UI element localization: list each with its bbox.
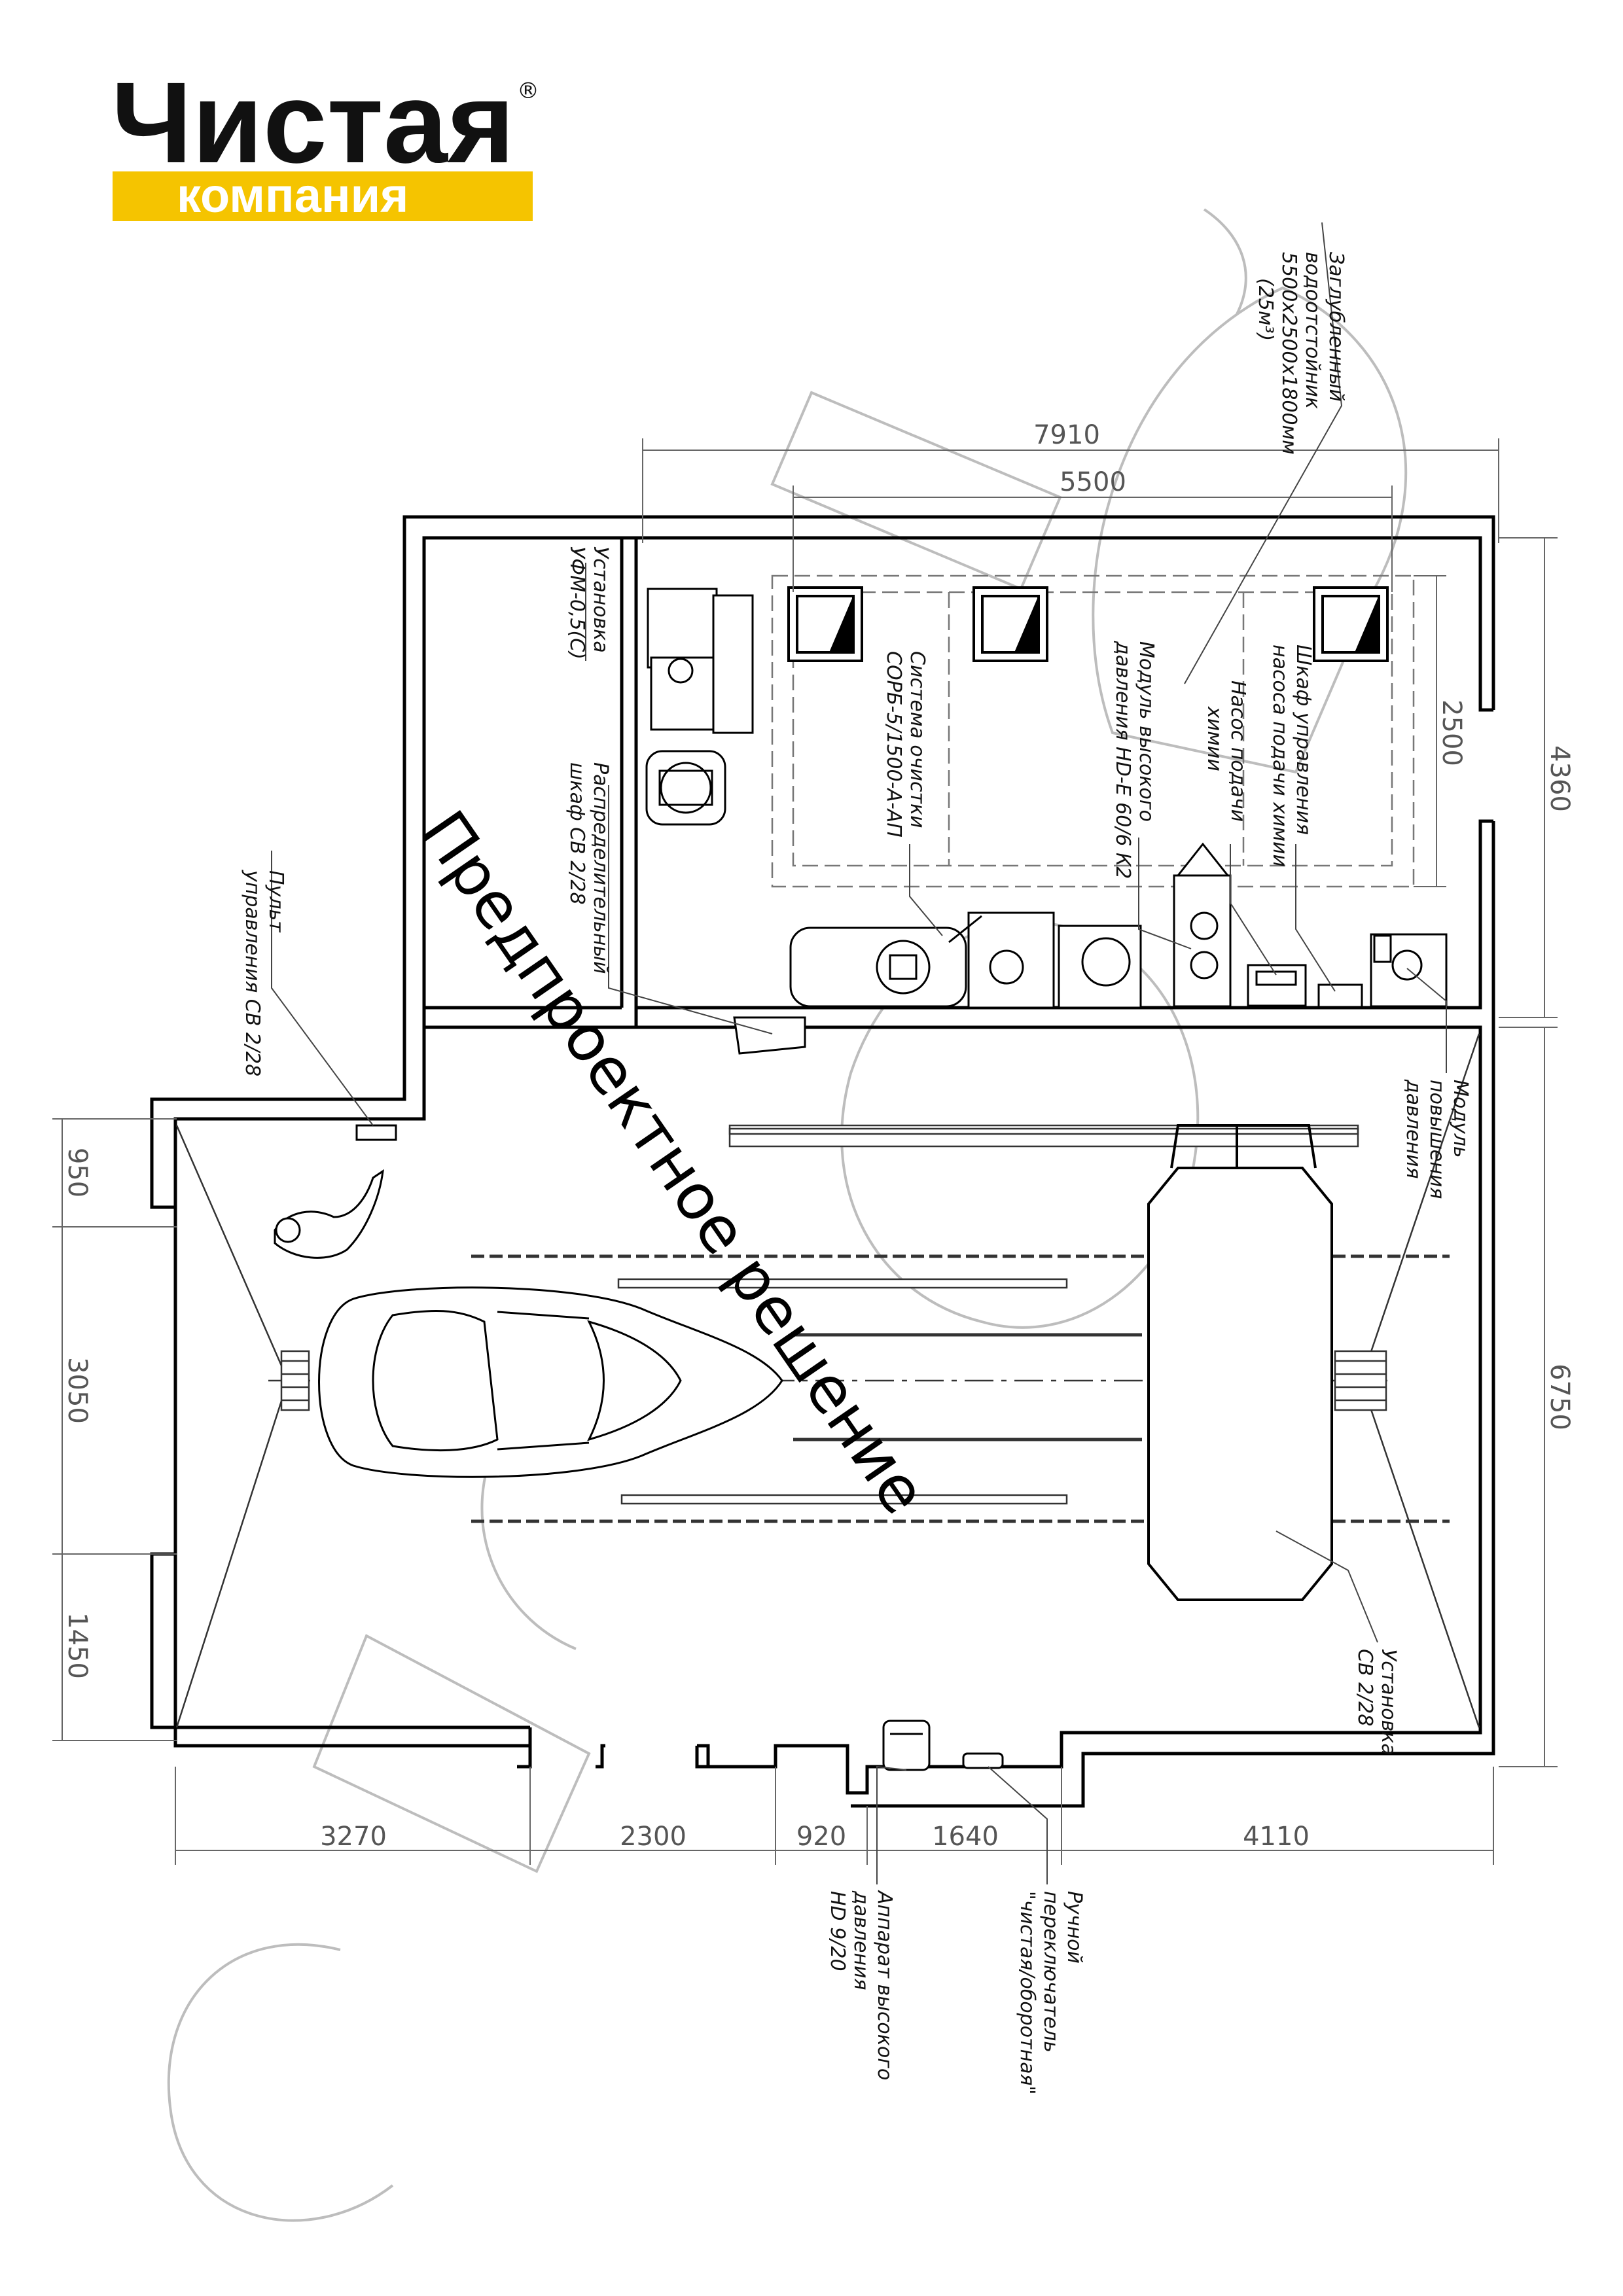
- wash-bay: [175, 1033, 1480, 1728]
- dim-bottom-4: 1640: [932, 1822, 999, 1852]
- building-walls: [150, 515, 1495, 1808]
- dim-bottom-1: 3270: [320, 1822, 387, 1852]
- label-sorb-line2: СОРБ-5/1500-А-АП: [882, 651, 905, 838]
- control-panel: [355, 1124, 397, 1141]
- label-hp-module: Модуль высокого давления HD-E 60/6 К2: [1111, 641, 1158, 879]
- label-hp-line1: Модуль высокого: [1135, 641, 1158, 822]
- logo-line2: компания: [177, 168, 408, 222]
- label-boost-line2: повышения: [1425, 1080, 1448, 1199]
- leader-lines: [271, 222, 1447, 1884]
- dim-tank-depth: 2500: [1436, 699, 1467, 766]
- dim-left-middle: 3050: [62, 1357, 92, 1424]
- label-boost-line1: Модуль: [1449, 1080, 1472, 1158]
- manhole: [787, 586, 863, 662]
- equipment-ufm: [645, 588, 754, 826]
- label-chem-pump-line1: Насос подачи: [1226, 680, 1249, 822]
- dim-bottom-3: 920: [796, 1822, 846, 1852]
- label-hp-line2: давления HD-E 60/6 К2: [1111, 641, 1134, 879]
- tank-manholes: [787, 586, 1389, 662]
- equipment-chem-cabinet: [1317, 983, 1363, 1008]
- label-wash-unit-line2: СВ 2/28: [1353, 1649, 1376, 1726]
- dimension-values: 7910 5500 2500 4360 6750 950 3050 1450 3…: [62, 420, 1575, 1852]
- logo-line1: Чистая: [111, 59, 515, 187]
- label-cabinet: Распределительный шкаф СВ 2/28: [565, 762, 612, 974]
- label-remote: Пульт управления СВ 2/28: [241, 870, 287, 1076]
- label-sorb: Система очистки СОРБ-5/1500-А-АП: [882, 651, 929, 838]
- manhole: [972, 586, 1048, 662]
- manual-switch-device: [962, 1752, 1004, 1769]
- dim-left-top: 950: [62, 1148, 92, 1197]
- wash-portal-cb-2-28: [1147, 1124, 1333, 1601]
- hd-apparatus-device: [882, 1720, 931, 1771]
- dimension-lines: [52, 438, 1558, 1865]
- label-ufm: Установка УФМ-0,5(С): [565, 546, 612, 660]
- sedimentation-tank: [771, 574, 1415, 888]
- equipment-chem-pump: [1247, 964, 1307, 1007]
- dim-top-overall: 7910: [1033, 420, 1100, 450]
- logo-registered-mark: ®: [517, 78, 539, 104]
- equipment-sorb: [789, 911, 1142, 1009]
- label-remote-line1: Пульт: [264, 870, 287, 933]
- label-ufm-line2: УФМ-0,5(С): [565, 546, 588, 660]
- label-hd-line3: HD 9/20: [826, 1891, 849, 1971]
- dim-bottom-2: 2300: [620, 1822, 687, 1852]
- label-tank-line4: (25м³): [1254, 278, 1277, 341]
- label-wash-unit: Установка СВ 2/28: [1353, 1649, 1400, 1756]
- label-switch-line2: переключатель: [1039, 1891, 1062, 2053]
- label-remote-line2: управления СВ 2/28: [241, 870, 264, 1076]
- dim-top-tank: 5500: [1060, 467, 1126, 497]
- dim-left-bottom: 1450: [62, 1612, 92, 1679]
- dim-bottom-5: 4110: [1243, 1822, 1310, 1852]
- label-cabinet-line1: Распределительный: [589, 762, 612, 974]
- car: [318, 1286, 783, 1478]
- label-switch: Ручной переключатель "чистая/оборотная": [1016, 1891, 1086, 2094]
- label-hd-line2: давления: [849, 1890, 872, 1990]
- label-ufm-line1: Установка: [589, 546, 612, 653]
- label-chem-pump-line2: химии: [1203, 706, 1226, 771]
- label-hd-line1: Аппарат высокого: [873, 1890, 896, 2080]
- dim-right-upper: 4360: [1544, 745, 1575, 812]
- person: [274, 1169, 384, 1259]
- label-chem-cabinet-line1: Шкаф управления: [1292, 645, 1315, 835]
- label-sorb-line1: Система очистки: [906, 651, 929, 828]
- label-boost-module: Модуль повышения давления: [1402, 1079, 1472, 1199]
- label-chem-cabinet-line2: насоса подачи химии: [1268, 645, 1291, 867]
- label-switch-line1: Ручной: [1063, 1891, 1086, 1964]
- distribution-cabinet-mark: [733, 1016, 806, 1055]
- label-hd-apparatus: Аппарат высокого давления HD 9/20: [826, 1890, 896, 2080]
- label-tank-line3: 5500х2500х1800мм: [1277, 252, 1300, 455]
- dim-right-lower: 6750: [1544, 1364, 1575, 1430]
- label-switch-line3: "чистая/оборотная": [1016, 1891, 1039, 2094]
- logo-yellow-band: [113, 171, 533, 221]
- label-tank-line2: водоотстойник: [1301, 252, 1324, 409]
- label-tank-line1: Заглубленный: [1325, 252, 1347, 402]
- label-boost-line3: давления: [1402, 1079, 1425, 1179]
- label-tank: Заглубленный водоотстойник 5500х2500х180…: [1254, 252, 1347, 455]
- label-wash-unit-line1: Установка: [1377, 1649, 1400, 1756]
- label-cabinet-line2: шкаф СВ 2/28: [565, 762, 588, 905]
- equipment-hp-module: [1173, 842, 1232, 1008]
- manhole: [1313, 586, 1389, 662]
- company-logo: Чистая ® компания: [111, 59, 539, 222]
- label-chem-cabinet: Шкаф управления насоса подачи химии: [1268, 645, 1315, 867]
- label-chem-pump: Насос подачи химии: [1203, 680, 1249, 822]
